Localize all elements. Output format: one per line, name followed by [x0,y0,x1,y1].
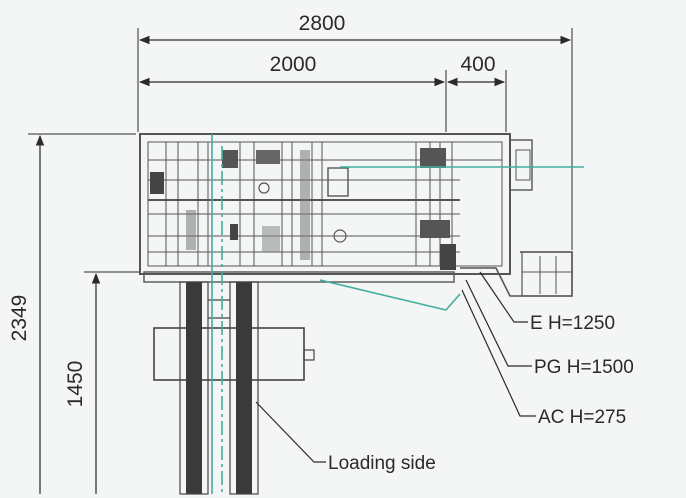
dimension-label-1450: 1450 [64,361,87,408]
callout-label-pg-height: PG H=1500 [534,357,634,378]
dimension-label-400: 400 [460,53,495,76]
dimension-overall-height: 2349 [8,133,136,494]
dimension-label-2349: 2349 [8,295,31,342]
side-unit [460,139,573,297]
callout-label-loading-side: Loading side [328,453,436,474]
dimension-label-2800: 2800 [299,12,346,35]
dimension-main-width: 2000 [138,53,447,132]
machine-body [139,133,511,283]
dimension-overall-width: 2800 [137,12,573,250]
callout-label-e-height: E H=1250 [530,313,615,334]
callout-loading-side: Loading side [255,401,436,474]
dimension-offset-width: 400 [446,53,507,132]
callout-pg-height: PG H=1500 [465,279,634,378]
callout-label-ac-height: AC H=275 [538,407,626,428]
callout-e-height: E H=1250 [479,271,615,334]
forklift-forks [153,281,315,495]
callout-ac-height: AC H=275 [461,289,626,428]
dimension-label-2000: 2000 [270,53,317,76]
dimension-lower-height: 1450 [64,271,140,494]
axis-lines [211,134,584,494]
